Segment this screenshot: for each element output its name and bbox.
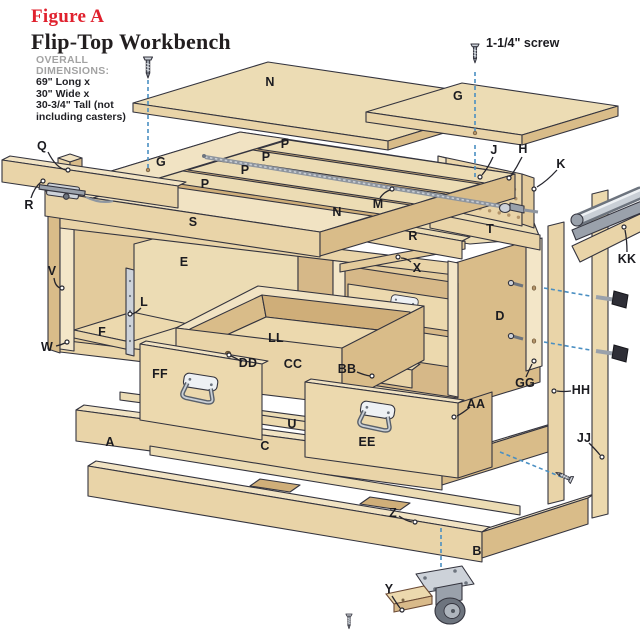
board-hh: [547, 221, 565, 505]
screw-icon: [470, 43, 480, 64]
block-y: [385, 585, 433, 613]
left-edge-v: [59, 214, 75, 352]
screw-icon: [345, 613, 353, 630]
figure-label: Figure A: [31, 6, 105, 27]
rail-r-left: [1, 155, 187, 209]
header: Figure A Flip-Top Workbench: [31, 6, 231, 55]
base-frame-lower-b: [87, 445, 595, 563]
knob-bolt: [595, 290, 629, 309]
dimensions-line: including casters): [36, 110, 126, 123]
drawer-box-cc: [175, 285, 425, 405]
knob-bolt: [595, 344, 629, 363]
frame-board-b: [87, 465, 483, 563]
page-title: Flip-Top Workbench: [31, 29, 231, 54]
frame-strip-k: [521, 173, 535, 229]
leader-lines: [30, 151, 628, 613]
dimensions-line: 30-3/4" Tall (not: [36, 99, 114, 111]
threaded-rod-m: [202, 154, 539, 214]
flip-top-assembly: [1, 131, 539, 258]
right-column: [499, 186, 640, 519]
screw-size-note: 1-1/4" screw: [486, 36, 560, 50]
dimensions-heading-line: OVERALL: [36, 54, 89, 66]
roller-bracket-kk: [570, 186, 640, 263]
caster-assembly: [345, 528, 475, 630]
apron-s: [44, 190, 321, 258]
screw-guides: [142, 43, 480, 180]
bolt-icons-on-d: [507, 279, 524, 341]
board-jj: [591, 189, 609, 519]
top-panel-g: [365, 82, 619, 146]
drawer-ee: [304, 378, 493, 479]
drawer-side-aa: [457, 391, 493, 479]
cleat-gg: [525, 237, 543, 372]
dimensions-line: 30" Wide x: [36, 87, 90, 100]
dimensions-heading-line: DIMENSIONS:: [36, 65, 110, 77]
dimensions-line: 69" Long x: [36, 76, 90, 88]
